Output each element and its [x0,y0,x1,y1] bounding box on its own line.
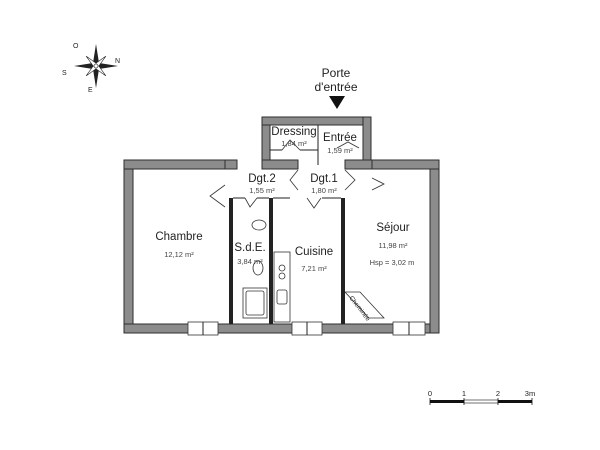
bathroom-fixtures [242,219,268,319]
room-sejour-area: 11,98 m² [378,241,408,250]
doors [209,139,385,209]
room-dgt2-name: Dgt.2 [248,173,276,185]
room-sde-name: S.d.E. [234,242,265,254]
compass-north-label: N [115,58,120,65]
room-dressing-name: Dressing [271,126,316,138]
compass-west-label: O [73,43,79,50]
partitions [229,125,345,324]
chimney: Cheminée [344,291,385,323]
scale-label-1: 1 [462,389,466,398]
room-sde-area: 3,84 m² [237,257,263,266]
scale-bar: 0 1 2 3m [428,389,535,405]
scale-label-2: 2 [496,389,500,398]
room-chambre-area: 12,12 m² [164,250,194,259]
windows [187,321,426,336]
scale-label-3m: 3m [525,389,535,398]
compass-east-label: E [88,87,93,94]
room-sejour-ceiling-height: Hsp = 3,02 m [370,258,415,267]
walls [123,116,440,334]
compass-south-label: S [62,70,67,77]
room-entree-area: 1,59 m² [327,146,353,155]
room-cuisine-area: 7,21 m² [301,264,327,273]
room-dressing-area: 1,84 m² [281,139,307,148]
room-dgt1-area: 1,80 m² [311,186,337,195]
entrance-label-line1: Porte [322,66,351,80]
room-dgt1-name: Dgt.1 [310,173,338,185]
room-dgt2-area: 1,55 m² [249,186,275,195]
room-entree-name: Entrée [323,132,357,144]
room-cuisine-name: Cuisine [295,246,333,258]
compass-rose [74,44,118,88]
room-sejour-name: Séjour [376,222,409,234]
entrance-label-line2: d'entrée [315,80,358,94]
entrance-arrow-icon [329,96,345,109]
scale-label-0: 0 [428,389,432,398]
room-chambre-name: Chambre [155,231,202,243]
kitchen-fixtures [273,251,291,323]
